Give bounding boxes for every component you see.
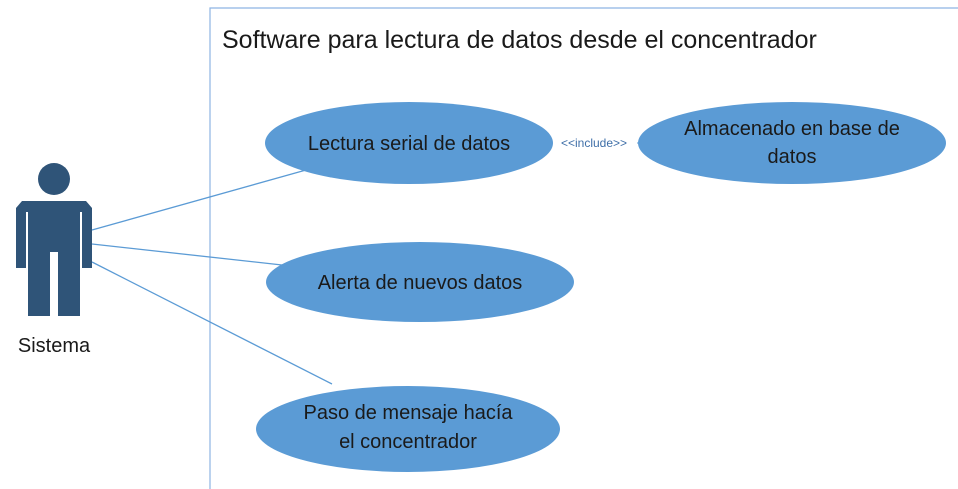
include-label: <<include>> — [561, 136, 627, 150]
association-line — [91, 261, 333, 385]
actor-sistema[interactable]: Sistema — [16, 163, 92, 357]
use-case-label: Lectura serial de datos — [308, 133, 510, 155]
system-title: Software para lectura de datos desde el … — [222, 26, 817, 54]
use-case-almacenado[interactable]: Almacenado en base de datos — [638, 102, 946, 184]
use-case-lectura[interactable]: Lectura serial de datos — [265, 102, 553, 184]
include-label-bg — [551, 134, 637, 150]
association-line — [91, 169, 307, 231]
person-icon — [16, 163, 92, 316]
use-case-alerta[interactable]: Alerta de nuevos datos — [266, 242, 574, 322]
use-case-label-line-2: datos — [768, 146, 817, 168]
use-case-paso[interactable]: Paso de mensaje hacía el concentrador — [256, 386, 560, 472]
use-case-label: Alerta de nuevos datos — [318, 272, 523, 294]
use-case-label-line-2: el concentrador — [339, 431, 477, 453]
association-line — [91, 243, 283, 266]
use-case-label-line-1: Almacenado en base de — [684, 118, 900, 140]
system-boundary — [209, 7, 958, 489]
actor-label: Sistema — [18, 335, 91, 357]
use-case-label-line-1: Paso de mensaje hacía — [303, 402, 513, 424]
